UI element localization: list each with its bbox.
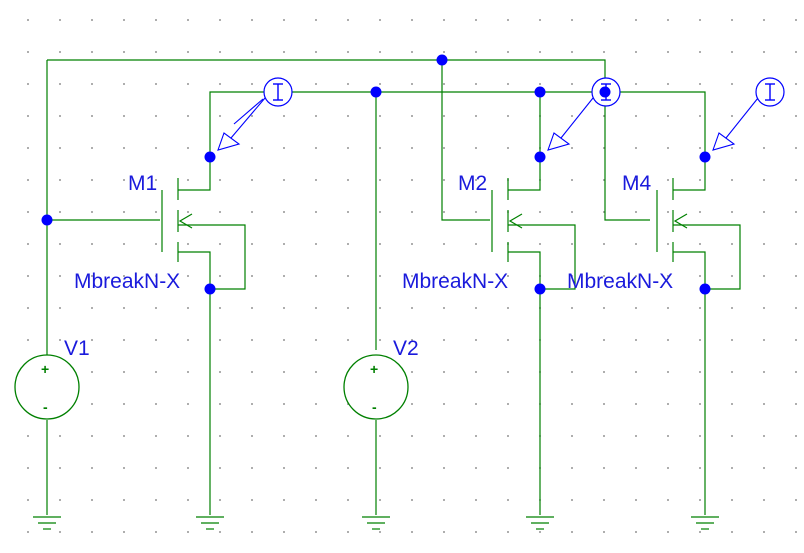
wire-m4-drain <box>673 157 706 191</box>
ground-icon <box>196 516 224 530</box>
mosfet-m4[interactable]: M4 MbreakN-X <box>567 172 688 293</box>
ground-m4 <box>691 516 719 530</box>
junction-drain-bus-m2 <box>534 86 546 98</box>
junction-m4-drain <box>699 151 711 163</box>
v1-minus: - <box>43 399 48 415</box>
voltage-source-v2[interactable]: + - V2 <box>343 337 419 420</box>
ground-icon <box>362 516 390 530</box>
wire-bus-to-m2-gate <box>441 60 490 221</box>
wire-m1-source <box>178 224 246 290</box>
wire-m2-drain <box>508 157 541 191</box>
wire-v1-gate-m1 <box>46 60 160 221</box>
v1-plus: + <box>41 361 49 377</box>
ground-icon <box>526 516 554 530</box>
current-probe-m1[interactable] <box>217 77 293 151</box>
junction-m2-drain <box>534 151 546 163</box>
v2-name: V2 <box>393 337 419 360</box>
ground-m1 <box>196 516 224 530</box>
m1-model: MbreakN-X <box>74 270 180 293</box>
mosfet-m1[interactable]: M1 MbreakN-X <box>74 172 193 293</box>
m4-name: M4 <box>622 172 651 195</box>
wire-m2-source <box>508 224 576 290</box>
junction-m4-source <box>699 283 711 295</box>
wire-m1-drain <box>178 157 211 191</box>
junction-drain-bus-v2 <box>370 86 382 98</box>
v2-plus: + <box>370 361 378 377</box>
wire-m4-source <box>673 224 741 290</box>
voltage-source-icon <box>343 354 409 420</box>
v2-minus: - <box>372 399 377 415</box>
nmos-transistor-icon <box>161 178 193 262</box>
junction-v1-gate <box>41 214 53 226</box>
junctions <box>41 54 711 295</box>
current-probe-m4[interactable] <box>712 77 785 151</box>
m2-model: MbreakN-X <box>402 270 508 293</box>
ground-v2 <box>362 516 390 530</box>
ground-v1 <box>33 516 61 530</box>
junction-drain-bus-probe <box>599 86 611 98</box>
ground-m2 <box>526 516 554 530</box>
junction-m1-source <box>204 283 216 295</box>
ground-icon <box>691 516 719 530</box>
m4-model: MbreakN-X <box>567 270 673 293</box>
wire-drain-bus <box>209 91 706 157</box>
m2-name: M2 <box>458 172 487 195</box>
junction-m1-drain <box>204 151 216 163</box>
voltage-source-v1[interactable]: + - V1 <box>14 337 90 420</box>
nmos-transistor-icon <box>656 178 688 262</box>
ground-icon <box>33 516 61 530</box>
mosfet-m2[interactable]: M2 MbreakN-X <box>402 172 523 293</box>
junction-top-bus <box>436 54 448 66</box>
v1-name: V1 <box>64 337 90 360</box>
voltage-source-icon <box>14 354 80 420</box>
m1-name: M1 <box>128 172 157 195</box>
nmos-transistor-icon <box>491 178 523 262</box>
wires <box>46 59 741 515</box>
wire-top-bus <box>47 59 650 221</box>
junction-m2-source <box>534 283 546 295</box>
